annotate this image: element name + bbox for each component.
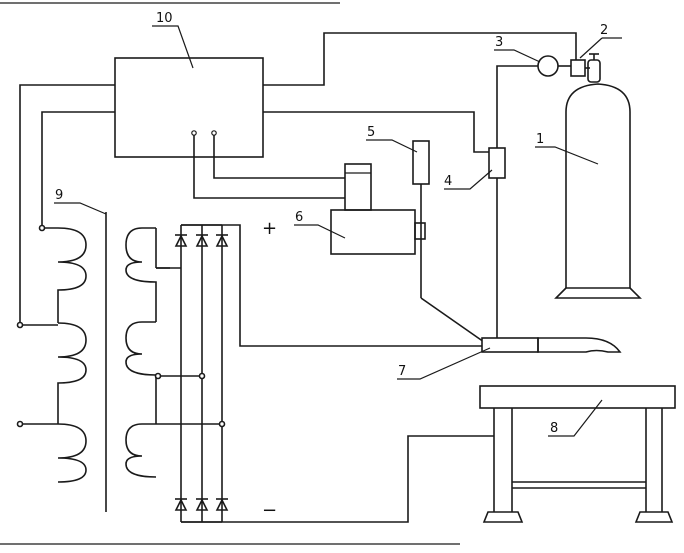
leader-lines (54, 25, 622, 437)
rectifier-bridge (154, 224, 229, 523)
pressure-regulator (570, 53, 601, 83)
control-wiring (19, 32, 577, 325)
negative-sign: − (262, 500, 277, 521)
control-box (114, 57, 264, 158)
label-5: 5 (367, 125, 375, 140)
label-10: 10 (156, 11, 173, 26)
welding-torch (181, 224, 622, 353)
label-4: 4 (444, 174, 452, 189)
gas-cylinder (554, 83, 642, 299)
label-3: 3 (495, 35, 503, 50)
work-table (181, 385, 676, 523)
transformer (16, 212, 170, 512)
label-8: 8 (550, 421, 558, 436)
label-1: 1 (536, 132, 544, 147)
wire-reel (412, 140, 485, 343)
label-7: 7 (398, 364, 406, 379)
label-6: 6 (295, 210, 303, 225)
positive-sign: + (262, 218, 277, 239)
gas-gauge (496, 55, 571, 340)
label-2: 2 (600, 23, 608, 38)
label-9: 9 (55, 188, 63, 203)
gas-valve (488, 147, 506, 179)
wire-feeder (330, 163, 426, 255)
